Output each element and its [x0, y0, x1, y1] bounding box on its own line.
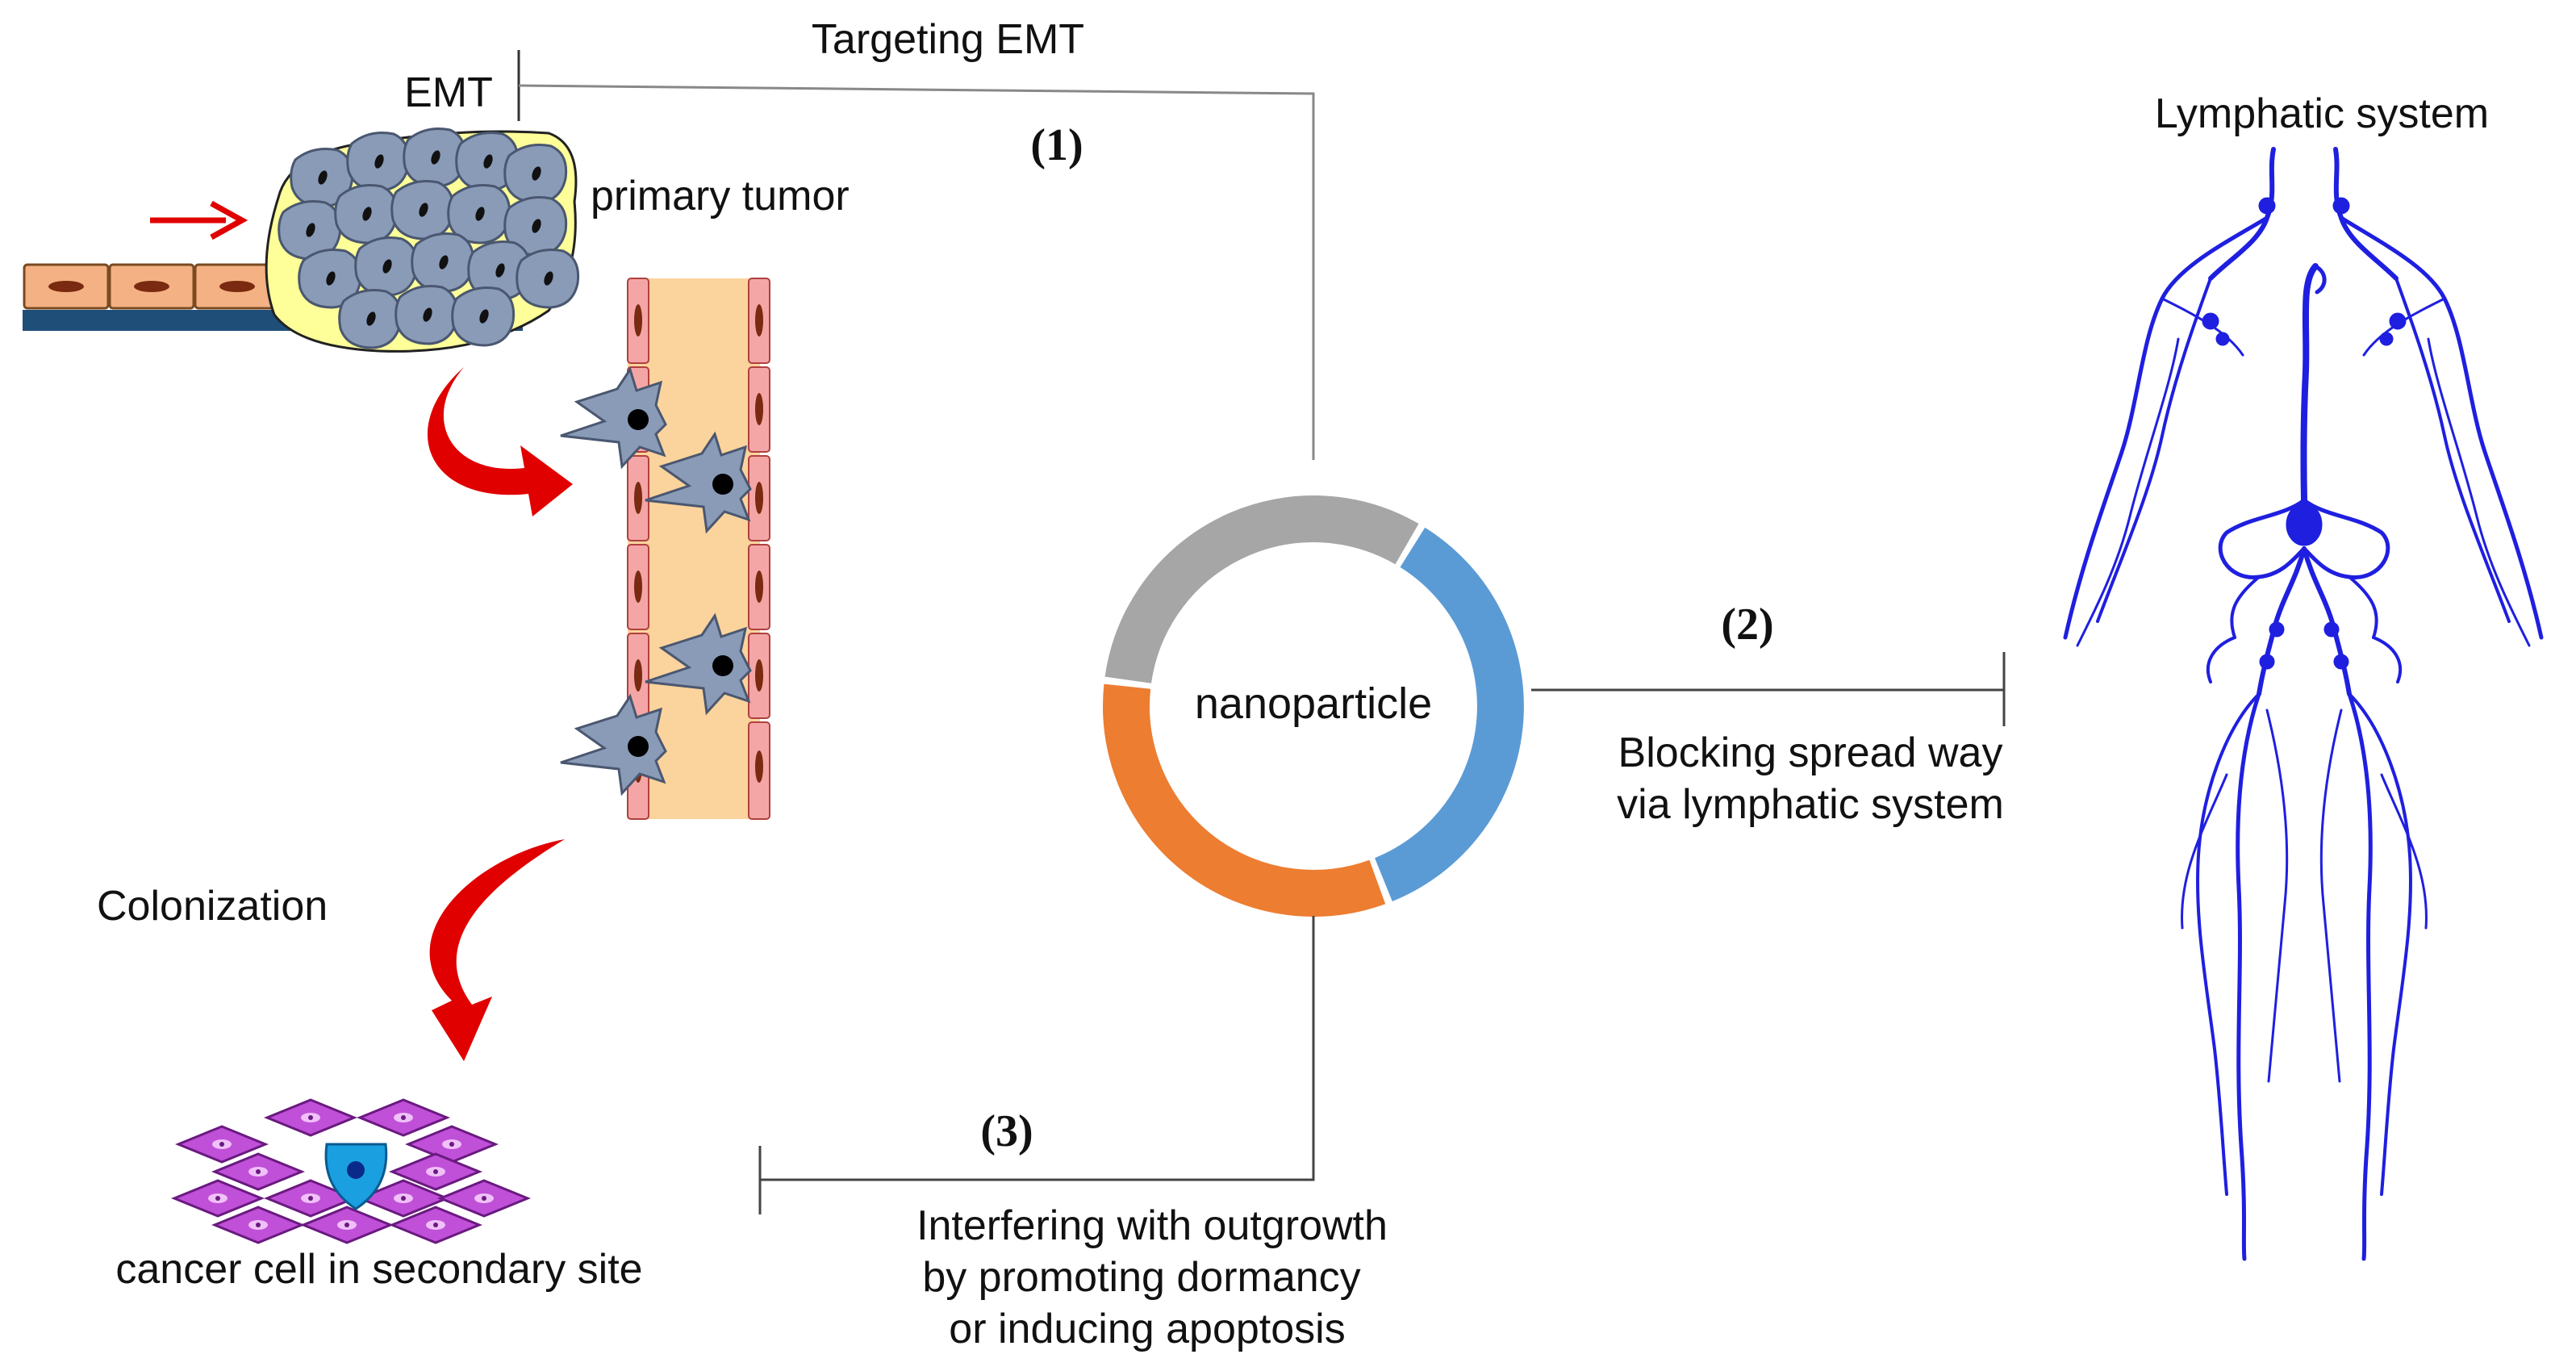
interfering-label-line-2: by promoting dormancy: [922, 1254, 1360, 1301]
targeting-emt-connector: [518, 84, 1315, 460]
step-1-label: (1): [1030, 120, 1083, 170]
blood-vessel: [559, 278, 770, 820]
step-3-label: (3): [980, 1106, 1033, 1156]
step-2-label: (2): [1721, 600, 1773, 650]
ring-segment-orange: [1103, 683, 1386, 917]
lymphatic-system-figure: [2063, 147, 2544, 1261]
primary-tumor-illustration: [23, 127, 580, 353]
colonization-label: Colonization: [97, 883, 328, 930]
primary-tumor-label: primary tumor: [591, 173, 850, 219]
curved-arrow-icon: [427, 367, 573, 516]
secondary-site-illustration: [173, 1098, 529, 1244]
interfering-label-line-3: or inducing apoptosis: [949, 1306, 1345, 1352]
interfering-label-line-1: Interfering with outgrowth: [916, 1202, 1388, 1249]
blocking-spread-label-line-1: Blocking spread way: [1618, 729, 2003, 776]
vessel-wall-right: [748, 278, 770, 820]
curved-arrow-icon: [429, 839, 565, 1061]
outgrowth-connector: [760, 916, 1315, 1181]
ring-segment-blue: [1374, 527, 1524, 901]
blocking-spread-label-line-2: via lymphatic system: [1617, 781, 2004, 828]
epithelial-cells: [23, 263, 281, 310]
cancer-cell-secondary-site-label: cancer cell in secondary site: [115, 1246, 642, 1293]
nanoparticle-ring: [1103, 495, 1524, 917]
nanoparticle-label: nanoparticle: [1195, 679, 1432, 728]
targeting-emt-label: Targeting EMT: [812, 16, 1084, 63]
lymphatic-system-title: Lymphatic system: [2155, 90, 2489, 137]
secondary-cancer-cell: [324, 1143, 388, 1210]
emt-label: EMT: [404, 69, 493, 116]
red-right-arrow-icon: [150, 200, 248, 240]
ring-segment-gray: [1104, 495, 1419, 684]
